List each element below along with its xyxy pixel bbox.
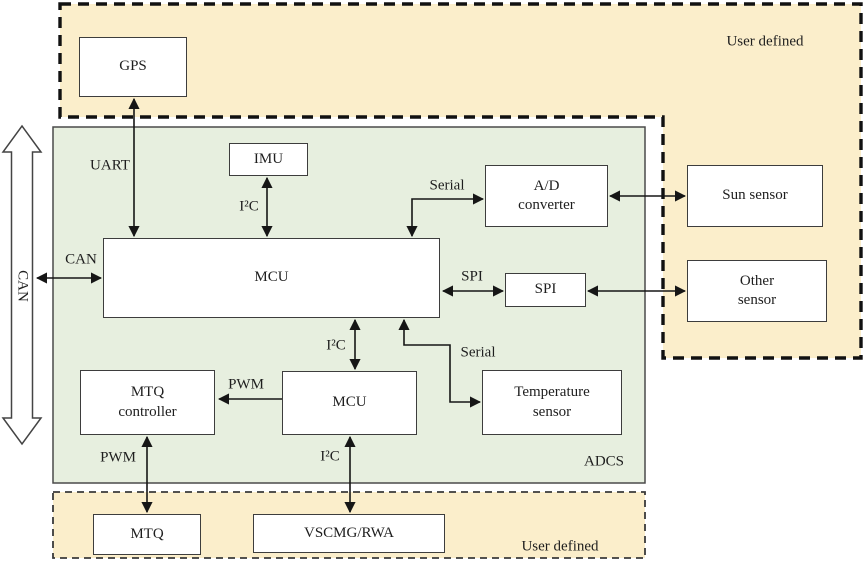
can-vertical-label: CAN (14, 270, 31, 302)
user-defined-bottom-label: User defined (521, 538, 599, 555)
serial-temperature-label: Serial (460, 344, 496, 361)
node-temperature-sensor: Temperature sensor (482, 370, 622, 435)
pwm-mcu-label: PWM (228, 376, 264, 393)
can-horizontal-label: CAN (65, 251, 97, 268)
node-mcu-adcs: MCU (282, 371, 417, 435)
node-vscmg-rwa: VSCMG/RWA (253, 514, 445, 553)
node-mtq-controller: MTQ controller (80, 370, 215, 435)
adcs-label: ADCS (583, 453, 625, 470)
i2c-mcu-label: I²C (326, 337, 346, 354)
i2c-vscmg-label: I²C (320, 448, 340, 465)
node-sun-sensor: Sun sensor (687, 165, 823, 227)
serial-adc-label: Serial (429, 177, 465, 194)
node-imu: IMU (229, 143, 308, 176)
node-ad-converter: A/D converter (485, 165, 608, 227)
node-mtq: MTQ (93, 514, 201, 555)
uart-label: UART (90, 157, 130, 174)
serial-connector-mcu-temperature (398, 318, 482, 408)
node-gps: GPS (79, 37, 187, 97)
user-defined-top-region (58, 2, 863, 360)
spi-bus-label: SPI (461, 268, 483, 285)
can-bus-arrow (1, 124, 43, 446)
i2c-imu-label: I²C (239, 198, 259, 215)
node-spi: SPI (505, 273, 586, 307)
pwm-mtq-label: PWM (100, 449, 136, 466)
user-defined-top-label: User defined (726, 33, 804, 50)
node-other-sensor: Other sensor (687, 260, 827, 322)
serial-connector-mcu-adc (406, 193, 485, 238)
node-mcu-main: MCU (103, 238, 440, 318)
